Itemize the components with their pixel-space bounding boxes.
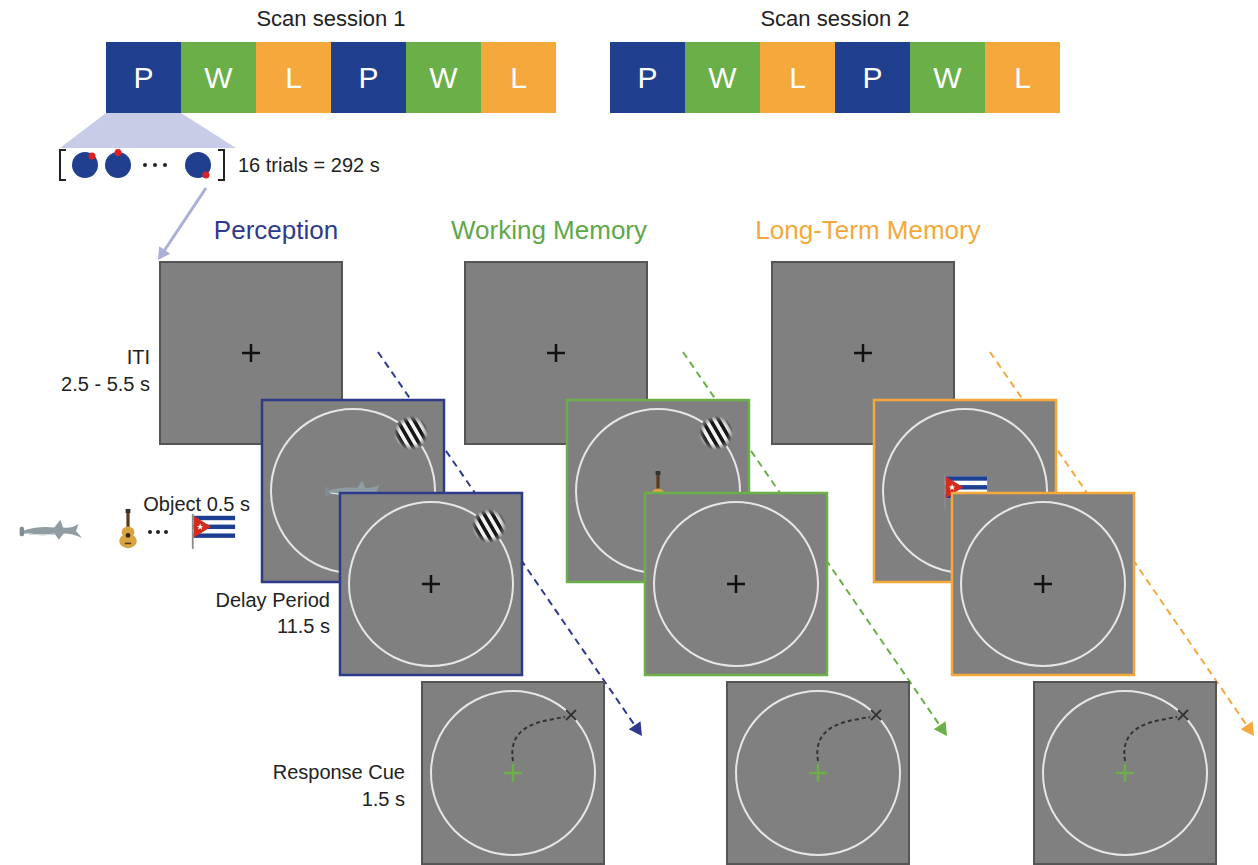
delay-screen <box>645 493 827 675</box>
phase-label: ITI <box>127 345 150 370</box>
phase-duration: 2.5 - 5.5 s <box>61 372 150 397</box>
target-dot <box>115 149 122 156</box>
fixation-cross <box>862 344 865 362</box>
target-mark <box>566 710 576 720</box>
block-letter: L <box>1014 61 1031 95</box>
phase-label: Response Cue <box>273 760 405 785</box>
condition-heading: Working Memory <box>451 214 647 247</box>
flag-icon <box>193 514 235 549</box>
block-letter: W <box>708 61 736 95</box>
aperture-ring <box>961 502 1125 666</box>
ellipsis-dot <box>148 530 152 534</box>
block-square: L <box>760 42 835 113</box>
block-square: W <box>685 42 760 113</box>
response-cross <box>512 764 515 782</box>
phase-duration: 11.5 s <box>277 614 330 639</box>
block-letter: L <box>285 61 302 95</box>
response-path <box>512 717 565 761</box>
target-mark <box>871 710 881 720</box>
aperture-ring <box>431 691 595 855</box>
ellipsis-dot <box>164 530 168 534</box>
ellipsis-dot <box>163 163 167 167</box>
block-letter: L <box>510 61 527 95</box>
bracket <box>60 150 66 180</box>
target-dot <box>203 172 210 179</box>
aperture-ring <box>1043 691 1207 855</box>
block-letter: P <box>637 61 657 95</box>
target-mark <box>1178 710 1188 720</box>
trial-dot <box>72 152 98 178</box>
block-square: L <box>985 42 1060 113</box>
session-heading: Scan session 2 <box>760 5 909 33</box>
block-square: P <box>331 42 406 113</box>
delay-screen <box>340 493 522 675</box>
block-square: P <box>835 42 910 113</box>
block-square: L <box>481 42 556 113</box>
block-letter: L <box>789 61 806 95</box>
fixation-cross <box>555 344 558 362</box>
trial-dot <box>185 152 211 178</box>
phase-label: Delay Period <box>215 588 330 613</box>
phase-label: Object 0.5 s <box>143 492 250 517</box>
ellipsis-dot <box>156 530 160 534</box>
delay-screen <box>952 493 1134 675</box>
block-square: W <box>910 42 985 113</box>
response-cross <box>1124 764 1127 782</box>
arrow-head <box>629 721 642 736</box>
block-letter: P <box>862 61 882 95</box>
zoom-arrow <box>162 188 206 254</box>
fixation-cross <box>735 575 738 593</box>
arrow-head <box>1241 721 1254 736</box>
aperture-ring <box>654 502 818 666</box>
target-mark <box>1178 710 1188 720</box>
fixation-cross <box>1042 575 1045 593</box>
block-square: W <box>181 42 256 113</box>
block-square: W <box>406 42 481 113</box>
phase-duration: 1.5 s <box>362 787 405 812</box>
response-path <box>817 717 870 761</box>
block-letter: W <box>429 61 457 95</box>
target-mark <box>871 710 881 720</box>
target-dot <box>89 153 96 160</box>
response-screen <box>727 682 909 864</box>
arrow-head <box>934 721 947 736</box>
block-square: P <box>610 42 685 113</box>
condition-heading: Long-Term Memory <box>755 214 980 247</box>
block-letter: P <box>358 61 378 95</box>
arrow-head <box>158 246 170 260</box>
aperture-ring <box>349 502 513 666</box>
response-screen <box>1034 682 1216 864</box>
zoom-wedge <box>60 113 236 148</box>
block-letter: W <box>204 61 232 95</box>
fixation-cross <box>430 575 433 593</box>
ellipsis-dot <box>143 163 147 167</box>
response-path <box>1124 717 1177 761</box>
response-screen <box>422 682 604 864</box>
bracket <box>218 150 224 180</box>
response-cross <box>817 764 820 782</box>
condition-heading: Perception <box>214 214 338 247</box>
grating-stimulus <box>472 509 506 543</box>
fixation-cross <box>250 344 253 362</box>
session-heading: Scan session 1 <box>256 5 405 33</box>
block-letter: P <box>133 61 153 95</box>
grating-stimulus <box>394 416 428 450</box>
target-mark <box>566 710 576 720</box>
grating-stimulus <box>699 416 733 450</box>
ellipsis-dot <box>153 163 157 167</box>
shark-icon <box>20 520 82 540</box>
block-square: L <box>256 42 331 113</box>
guitar-icon <box>119 509 137 548</box>
block-square: P <box>106 42 181 113</box>
block-letter: W <box>933 61 961 95</box>
aperture-ring <box>736 691 900 855</box>
trial-count: 16 trials = 292 s <box>238 153 380 178</box>
